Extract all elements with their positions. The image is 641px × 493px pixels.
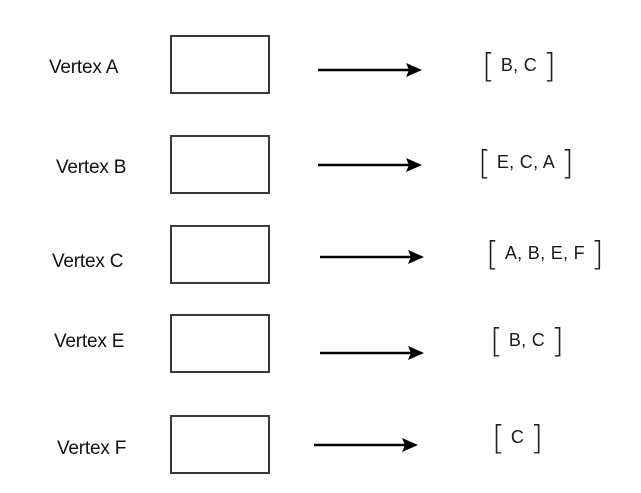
- right-arrow-icon: [320, 346, 424, 360]
- close-bracket: ]: [551, 321, 564, 360]
- adjacency-list-b: [ E, C, A ]: [478, 146, 574, 179]
- vertex-box-e: [170, 314, 270, 373]
- vertex-label-e: Vertex E: [54, 331, 125, 352]
- vertex-box-f: [170, 415, 270, 474]
- open-bracket: [: [490, 321, 503, 360]
- vertex-label-c: Vertex C: [52, 251, 124, 272]
- vertex-box-b: [170, 135, 270, 194]
- adjacency-list-c: [ A, B, E, F ]: [486, 237, 604, 270]
- open-bracket: [: [492, 418, 505, 457]
- vertex-box-c: [170, 225, 270, 284]
- right-arrow-icon: [314, 438, 418, 452]
- vertex-label-b: Vertex B: [56, 157, 127, 178]
- close-bracket: ]: [561, 143, 574, 182]
- adjacency-items-a: B, C: [500, 55, 538, 75]
- right-arrow-icon: [320, 250, 424, 264]
- open-bracket: [: [486, 234, 499, 273]
- adjacency-list-e: [ B, C ]: [490, 324, 564, 357]
- open-bracket: [: [478, 143, 491, 182]
- close-bracket: ]: [530, 418, 544, 457]
- open-bracket: [: [482, 46, 495, 85]
- vertex-label-f: Vertex F: [57, 438, 127, 459]
- close-bracket: ]: [590, 234, 604, 273]
- close-bracket: ]: [543, 46, 556, 85]
- adjacency-list-a: [ B, C ]: [482, 49, 556, 82]
- adjacency-list-f: [ C ]: [492, 421, 543, 454]
- vertex-box-a: [170, 35, 270, 94]
- adjacency-items-c: A, B, E, F: [504, 243, 585, 263]
- right-arrow-icon: [318, 63, 422, 77]
- right-arrow-icon: [318, 158, 422, 172]
- adjacency-items-f: C: [510, 427, 525, 447]
- vertex-label-a: Vertex A: [49, 57, 119, 78]
- adjacency-items-e: B, C: [508, 330, 546, 350]
- adjacency-items-b: E, C, A: [496, 152, 555, 172]
